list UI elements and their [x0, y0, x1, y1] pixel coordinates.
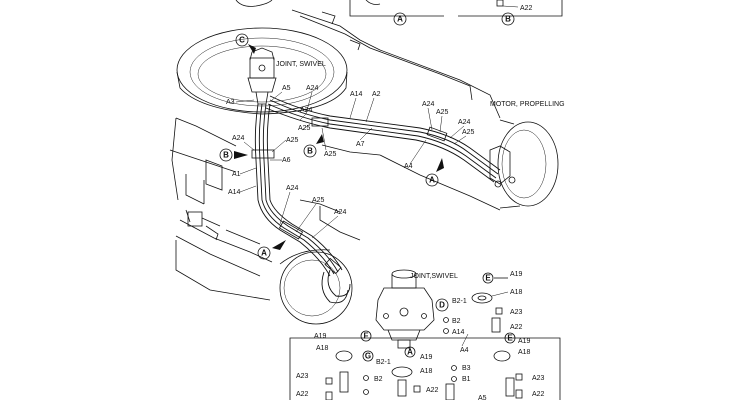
label-a22-left: A22	[296, 391, 309, 398]
joint-swivel-detail: JOINT,SWIVEL D B2-1 B2 A14	[375, 269, 467, 349]
label-a4-1: A4	[404, 163, 413, 170]
label-b2-1-right: B2-1	[452, 298, 467, 305]
callout-c	[235, 33, 249, 47]
label-a14-1: A14	[350, 91, 363, 98]
label-a1: A1	[232, 171, 241, 178]
machine-frame	[169, 9, 501, 301]
callout-b-mid	[303, 144, 317, 158]
callout-e-2: E	[507, 334, 513, 343]
detail-column-right: E A19 A18 A23 A22	[471, 271, 523, 333]
turntable-ring	[176, 27, 348, 115]
callout-d	[435, 298, 449, 312]
main-labels: A3 A5 A24 A14 A2 A24 A25 A25 A7 A24 A25 …	[226, 85, 475, 239]
label-a22-far-right: A22	[532, 391, 545, 398]
arrow-a-right-icon	[436, 158, 444, 172]
label-a24-lower: A24	[286, 185, 299, 192]
label-a23-right: A23	[510, 309, 523, 316]
label-motor-propelling: MOTOR, PROPELLING	[490, 101, 565, 108]
callout-b-top	[501, 12, 515, 26]
label-a24-4: A24	[458, 119, 471, 126]
label-a25-3: A25	[436, 109, 449, 116]
callout-e: E	[485, 274, 491, 283]
callout-a-detail: A	[407, 348, 413, 357]
arrow-b-left-icon	[234, 151, 248, 159]
callout-a-lower-text: A	[261, 249, 267, 258]
label-a2: A2	[372, 91, 381, 98]
label-a24-lower-2: A24	[334, 209, 347, 216]
label-a25-4: A25	[462, 129, 475, 136]
callout-a-right	[425, 173, 439, 187]
label-a19-far-right: A19	[518, 338, 531, 345]
label-a25-2: A25	[324, 151, 337, 158]
label-a24-3: A24	[422, 101, 435, 108]
callout-b-mid-text: B	[307, 147, 313, 156]
top-detail-frame: A22 A B	[349, 0, 563, 26]
label-a18-left: A18	[316, 345, 329, 352]
label-a19-right: A19	[510, 271, 523, 278]
joint-swivel-top: JOINT, SWIVEL C	[235, 33, 326, 105]
label-joint-swivel-detail: JOINT,SWIVEL	[410, 273, 458, 280]
callout-a-top-text: A	[397, 15, 403, 24]
label-b2-center: B2	[374, 376, 383, 383]
label-a14-right: A14	[452, 329, 465, 336]
lower-drum	[279, 249, 353, 325]
label-b3: B3	[462, 365, 471, 372]
label-a4-right: A4	[460, 347, 469, 354]
label-a18-center: A18	[420, 368, 433, 375]
label-b2-1-center: B2-1	[376, 359, 391, 366]
detail-column-center: A A19 A18 A22 B3 B1 A4 A5	[391, 333, 487, 400]
callout-b-left-text: B	[223, 151, 229, 160]
callout-a-lower	[257, 246, 271, 260]
label-a19-center: A19	[420, 354, 433, 361]
label-a3: A3	[226, 99, 235, 106]
callout-a-right-text: A	[429, 176, 435, 185]
arrow-c-icon	[248, 44, 256, 54]
label-a23-far-right: A23	[532, 375, 545, 382]
callout-c-text: C	[239, 36, 245, 45]
label-a22-right: A22	[510, 324, 523, 331]
propelling-motor: MOTOR, PROPELLING	[489, 101, 565, 209]
arrow-b-mid-icon	[316, 134, 324, 144]
label-a5: A5	[282, 85, 291, 92]
label-a18-right: A18	[510, 289, 523, 296]
top-object-fragment	[235, 0, 273, 7]
hydraulic-hoses	[251, 95, 501, 304]
label-a24-2: A24	[300, 107, 313, 114]
label-joint-swivel-top: JOINT, SWIVEL	[276, 61, 326, 68]
label-a22-center: A22	[426, 387, 439, 394]
callout-g: G	[365, 352, 371, 361]
label-a24-left: A24	[232, 135, 245, 142]
callout-b-top-text: B	[505, 15, 511, 24]
label-a24-1: A24	[306, 85, 319, 92]
detail-column-far-right: E A19 A18 A23 A22	[493, 332, 545, 399]
label-a7: A7	[356, 141, 365, 148]
label-a25-left: A25	[286, 137, 299, 144]
callout-d-text: D	[439, 301, 445, 310]
label-a22-top: A22	[520, 5, 533, 12]
label-b2-right: B2	[452, 318, 461, 325]
callout-f: F	[364, 332, 369, 341]
callout-a-top	[393, 12, 407, 26]
label-a14-2: A14	[228, 189, 241, 196]
label-a18-far-right: A18	[518, 349, 531, 356]
detail-column-left: F A19 A18 A23 A22 G B2-1 B2	[289, 330, 561, 400]
arrow-a-lower-icon	[272, 240, 286, 250]
label-a25-lower: A25	[312, 197, 325, 204]
label-b1: B1	[462, 376, 471, 383]
label-a19-left: A19	[314, 333, 327, 340]
label-a23-left: A23	[296, 373, 309, 380]
callout-b-left	[219, 148, 233, 162]
main-callouts: B B A A	[219, 134, 444, 260]
label-a5-bottom: A5	[478, 395, 487, 400]
label-a6: A6	[282, 157, 291, 164]
